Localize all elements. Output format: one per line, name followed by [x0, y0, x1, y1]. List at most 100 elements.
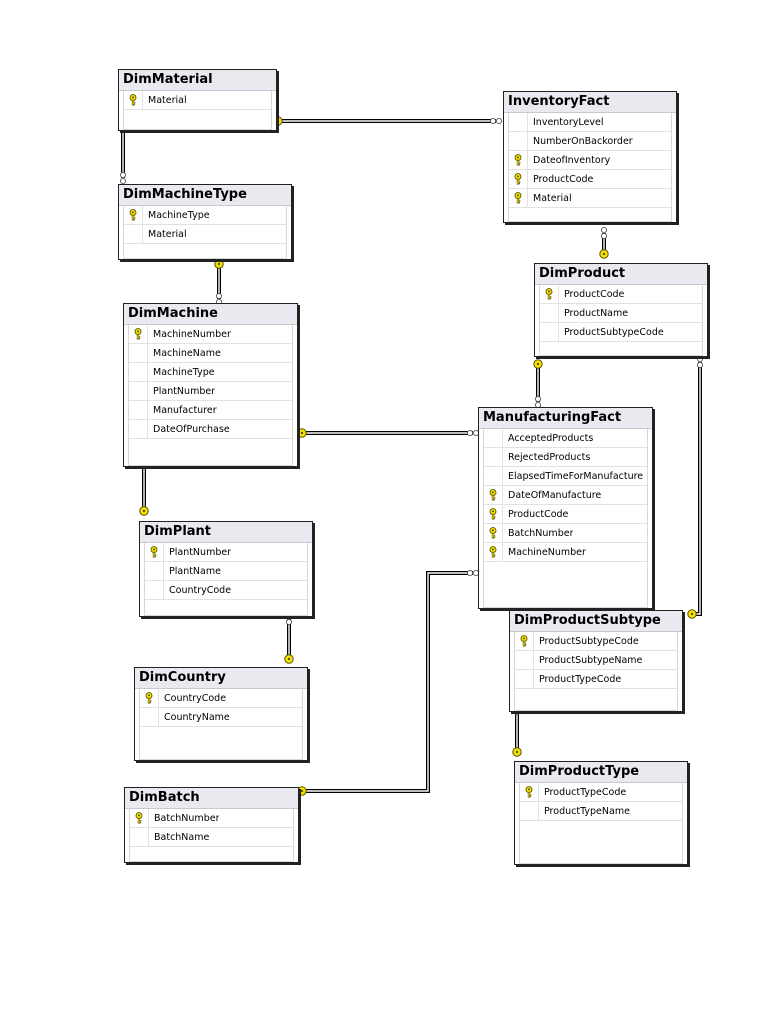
- field-name: ProductSubtypeName: [539, 654, 643, 666]
- field-row[interactable]: BatchNumber: [130, 809, 293, 828]
- field-row[interactable]: ProductSubtypeCode: [515, 632, 677, 651]
- primary-key-icon: [488, 546, 498, 558]
- field-name: DateofInventory: [533, 154, 611, 166]
- key-cell: [140, 708, 159, 726]
- field-row[interactable]: ProductTypeName: [520, 802, 682, 821]
- table-title: DimBatch: [125, 788, 298, 809]
- field-row[interactable]: RejectedProducts: [484, 448, 647, 467]
- field-row[interactable]: MachineNumber: [129, 325, 292, 344]
- key-cell: [484, 448, 503, 466]
- field-row[interactable]: ProductTypeCode: [515, 670, 677, 689]
- field-row[interactable]: ProductCode: [509, 170, 671, 189]
- field-name: ProductCode: [564, 288, 625, 300]
- key-cell: [520, 783, 539, 801]
- field-row[interactable]: CountryCode: [145, 581, 307, 600]
- relationship-dimmachine-manufacturingfact[interactable]: [297, 428, 480, 438]
- key-cell: [509, 170, 528, 188]
- field-name: ProductTypeCode: [544, 786, 627, 798]
- field-name: MachineType: [148, 209, 210, 221]
- field-row[interactable]: ProductCode: [540, 285, 702, 304]
- field-row[interactable]: Material: [124, 225, 286, 244]
- field-row[interactable]: MachineName: [129, 344, 292, 363]
- key-cell: [124, 225, 143, 243]
- primary-key-icon: [524, 786, 534, 798]
- field-list: Material: [123, 91, 272, 130]
- field-name: InventoryLevel: [533, 116, 604, 128]
- field-row[interactable]: NumberOnBackorder: [509, 132, 671, 151]
- relationship-dimmaterial-dimmachinetype[interactable]: [118, 123, 128, 185]
- field-row[interactable]: Manufacturer: [129, 401, 292, 420]
- field-row[interactable]: MachineType: [124, 206, 286, 225]
- field-row[interactable]: DateOfPurchase: [129, 420, 292, 439]
- key-endpoint-icon: [533, 359, 543, 369]
- table-blank-area: [515, 689, 677, 710]
- relationship-dimproduct-manufacturingfact[interactable]: [533, 359, 543, 409]
- field-row[interactable]: Material: [124, 91, 271, 110]
- key-cell: [130, 828, 149, 846]
- primary-key-icon: [488, 489, 498, 501]
- relationship-dimmaterial-inventoryfact[interactable]: [273, 116, 503, 126]
- field-name: PlantNumber: [169, 546, 232, 558]
- key-cell: [515, 670, 534, 688]
- field-row[interactable]: PlantName: [145, 562, 307, 581]
- field-row[interactable]: CountryCode: [140, 689, 302, 708]
- key-endpoint-icon: [687, 609, 697, 619]
- field-row[interactable]: MachineType: [129, 363, 292, 382]
- relationship-dimmachine-dimplant[interactable]: [139, 453, 149, 516]
- key-cell: [540, 323, 559, 341]
- key-cell: [145, 543, 164, 561]
- key-cell: [484, 505, 503, 523]
- key-cell: [129, 420, 148, 438]
- primary-key-icon: [513, 173, 523, 185]
- field-row[interactable]: ProductSubtypeCode: [540, 323, 702, 342]
- field-row[interactable]: ProductName: [540, 304, 702, 323]
- infinity-endpoint-icon: [489, 117, 503, 125]
- relationship-dimplant-dimcountry[interactable]: [284, 612, 294, 664]
- field-row[interactable]: DateofInventory: [509, 151, 671, 170]
- field-row[interactable]: ProductSubtypeName: [515, 651, 677, 670]
- table-blank-area: [145, 600, 307, 615]
- primary-key-icon: [149, 546, 159, 558]
- primary-key-icon: [544, 288, 554, 300]
- relationship-dimproduct-inventoryfact[interactable]: [599, 226, 609, 259]
- field-row[interactable]: AcceptedProducts: [484, 429, 647, 448]
- key-cell: [515, 632, 534, 650]
- relationship-dimmachinetype-dimmachine[interactable]: [214, 259, 224, 306]
- field-row[interactable]: MachineNumber: [484, 543, 647, 562]
- field-row[interactable]: BatchName: [130, 828, 293, 847]
- infinity-endpoint-icon: [119, 171, 127, 185]
- key-cell: [509, 151, 528, 169]
- field-row[interactable]: ProductCode: [484, 505, 647, 524]
- field-row[interactable]: InventoryLevel: [509, 113, 671, 132]
- table-title: DimMaterial: [119, 70, 276, 91]
- key-cell: [124, 206, 143, 224]
- relationship-dimproduct-dimproductsubtype[interactable]: [687, 355, 704, 619]
- field-row[interactable]: CountryName: [140, 708, 302, 727]
- field-row[interactable]: Material: [509, 189, 671, 208]
- field-row[interactable]: ElapsedTimeForManufacture: [484, 467, 647, 486]
- field-row[interactable]: BatchNumber: [484, 524, 647, 543]
- field-row[interactable]: PlantNumber: [129, 382, 292, 401]
- table-dimmaterial[interactable]: DimMaterial Material: [118, 69, 277, 131]
- relationship-dimbatch-manufacturingfact[interactable]: [297, 569, 480, 796]
- table-title: InventoryFact: [504, 92, 676, 113]
- field-row[interactable]: DateOfManufacture: [484, 486, 647, 505]
- key-cell: [129, 363, 148, 381]
- field-row[interactable]: PlantNumber: [145, 543, 307, 562]
- field-row[interactable]: ProductTypeCode: [520, 783, 682, 802]
- table-blank-area: [130, 847, 293, 861]
